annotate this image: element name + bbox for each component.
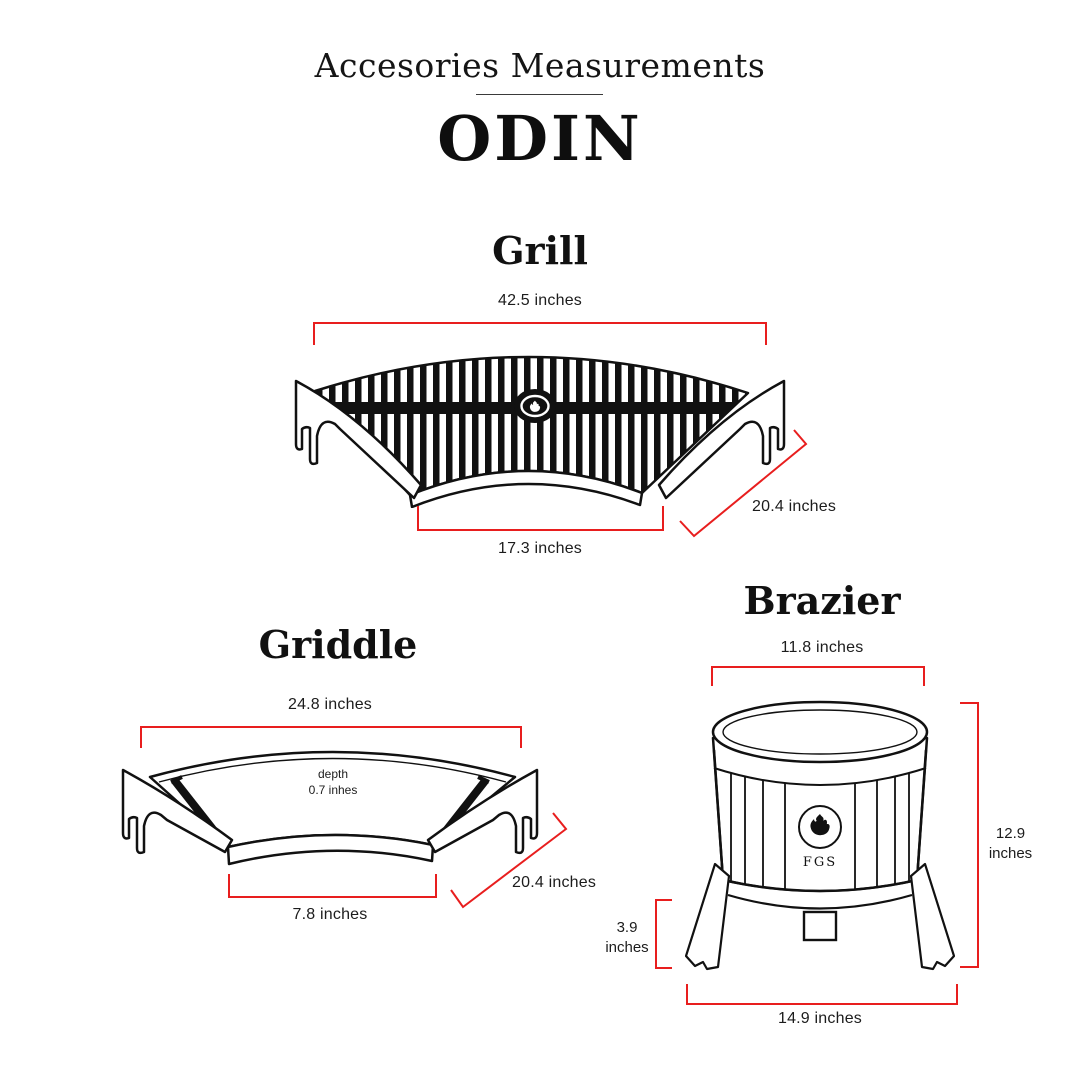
grill-left-bracket-foot (294, 379, 423, 500)
flame-icon (529, 400, 541, 412)
brazier-slats (730, 773, 910, 889)
grill-right-bracket-foot (657, 379, 786, 500)
brazier-leg-height-bracket (655, 899, 672, 969)
flame-icon (810, 813, 830, 836)
page-subtitle: Accesories Measurements (314, 46, 766, 85)
grill-center-badge (514, 389, 556, 423)
brazier-height-unit: inches (988, 844, 1033, 862)
brazier-logo-text: FGS (803, 855, 837, 870)
grill-overall-width-label: 42.5 inches (497, 292, 583, 309)
brazier-illustration: FGS (685, 700, 955, 971)
page-title: ODIN (437, 102, 643, 175)
griddle-depth-note-line1: depth (317, 767, 349, 781)
brazier-top-width-bracket (711, 666, 925, 686)
griddle-illustration (121, 750, 539, 866)
brazier-base-width-bracket (686, 984, 958, 1005)
griddle-overall-width-label: 24.8 inches (287, 696, 373, 713)
brazier-logo: FGS (798, 805, 842, 870)
brazier-leg-height-label: 3.9 inches (601, 918, 653, 957)
griddle-inner-rim-line (158, 757, 507, 783)
brazier-leg-height-value: 3.9 (616, 919, 638, 936)
header-divider (476, 94, 603, 95)
brazier-top-inner-rim (722, 709, 918, 755)
brazier-left-leg (685, 862, 731, 971)
griddle-overall-width-bracket (140, 726, 522, 748)
griddle-heading: Griddle (258, 622, 418, 667)
griddle-depth-bracket (450, 812, 568, 909)
brazier-height-value: 12.9 (995, 825, 1026, 842)
grill-inner-width-label: 17.3 inches (497, 540, 583, 557)
griddle-depth-note: depth 0.7 inhes (258, 767, 408, 798)
brazier-center-box (802, 910, 838, 942)
brazier-skirt-top (722, 878, 918, 893)
grill-illustration (294, 355, 786, 508)
brazier-skirt-bottom (727, 893, 913, 910)
griddle-depth-label: 20.4 inches (512, 874, 597, 891)
grill-overall-width-bracket (313, 322, 767, 345)
grill-inner-width-bracket (417, 506, 664, 531)
brazier-right-leg (909, 862, 955, 971)
griddle-right-bracket-foot (426, 768, 539, 855)
brazier-base-width-label: 14.9 inches (777, 1010, 863, 1027)
grill-depth-bracket (679, 429, 808, 538)
brazier-top-width-label: 11.8 inches (780, 639, 864, 656)
brazier-height-label: 12.9 inches (983, 824, 1038, 863)
griddle-depth-note-line2: 0.7 inhes (308, 782, 358, 797)
griddle-inner-width-bracket (228, 874, 437, 898)
brazier-heading: Brazier (743, 578, 901, 623)
brazier-leg-height-unit: inches (605, 938, 649, 956)
griddle-left-bracket-foot (121, 768, 234, 855)
grill-depth-label: 20.4 inches (752, 498, 837, 515)
griddle-front-rim (226, 833, 435, 866)
grill-heading: Grill (492, 228, 588, 273)
brazier-top-opening (711, 700, 929, 764)
brazier-rim-band-line (713, 767, 927, 786)
griddle-inner-width-label: 7.8 inches (292, 906, 368, 923)
grill-front-rim (408, 469, 644, 508)
brazier-height-bracket (960, 702, 979, 968)
